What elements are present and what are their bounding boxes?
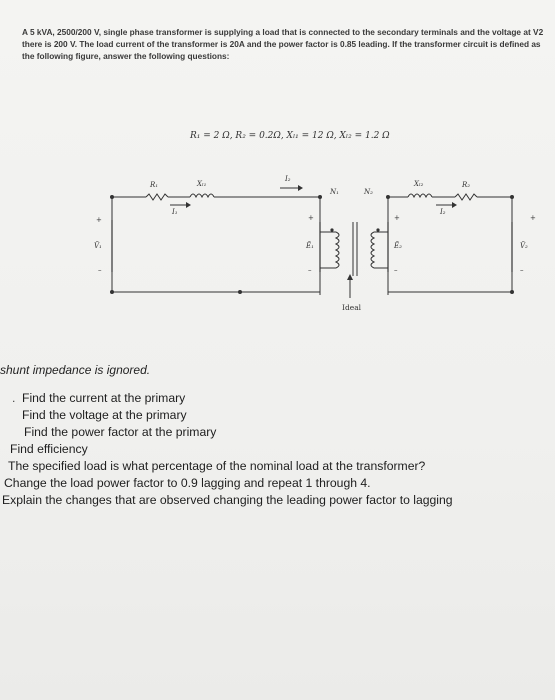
secondary-coil [370,231,376,269]
label-minus-v1: – [98,266,102,274]
problem-statement: A 5 kVA, 2500/200 V, single phase transf… [22,27,544,61]
question-item: Find efficiency [0,441,555,458]
question-list: . Find the current at the primary Find th… [0,390,555,509]
question-item: . Find the current at the primary [0,390,555,407]
label-e2: Ẽ₂ [393,241,402,250]
inductor-xl2 [407,193,433,199]
label-i2: I₂ [439,208,446,216]
shunt-note: shunt impedance is ignored. [0,363,151,377]
label-plus-e1: + [308,214,314,222]
label-v1: Ṽ₁ [94,241,102,250]
label-r1: R₁ [149,181,158,189]
transformer-circuit-diagram: R₁ Xₗ₁ I₁ I₂ N₁ N₂ Xₗ₂ R₂ I₂ + Ṽ₁ – + E… [94,175,536,312]
dot-secondary [376,228,380,232]
question-item: Explain the changes that are observed ch… [0,492,555,509]
dot-primary [330,228,334,232]
label-e1: Ẽ₁ [305,241,314,250]
question-item: Find the power factor at the primary [0,424,555,441]
label-n2: N₂ [363,188,373,196]
question-text: Find the voltage at the primary [22,408,187,422]
label-i2-primary: I₂ [284,175,291,183]
label-ideal: Ideal [342,303,362,312]
circuit-wires [111,187,513,298]
label-minus-e1: – [308,266,312,274]
question-text: The specified load is what percentage of… [8,459,426,473]
question-item: Change the load power factor to 0.9 lagg… [0,475,555,492]
question-text: Explain the changes that are observed ch… [2,493,453,507]
question-text: Find the power factor at the primary [24,425,217,439]
label-i1: I₁ [171,208,178,216]
label-xl1: Xₗ₁ [196,180,207,188]
inductor-xl1 [189,193,215,199]
question-item: Find the voltage at the primary [0,407,555,424]
label-plus-e2: + [394,214,400,222]
label-v2: Ṽ₂ [520,241,528,250]
circuit-nodes [110,185,514,294]
label-n1: N₁ [329,188,339,196]
label-plus-v1: + [96,216,102,224]
given-values: R₁ = 2 Ω, R₂ = 0.2Ω, Xₗ₁ = 12 Ω, Xₗ₂ = 1… [190,131,390,141]
question-text: Find the current at the primary [22,391,186,405]
primary-coil [334,231,340,269]
label-r2: R₂ [461,181,470,189]
question-item: The specified load is what percentage of… [0,458,555,475]
label-minus-e2: – [394,266,398,274]
resistor-r1 [145,193,169,201]
bullet-mark: . [12,391,16,405]
question-text: Change the load power factor to 0.9 lagg… [4,476,371,490]
resistor-r2 [454,193,478,201]
label-minus-v2: – [520,266,524,274]
question-text: Find efficiency [10,442,88,456]
label-plus-v2: + [530,214,536,222]
label-xl2: Xₗ₂ [413,180,424,188]
